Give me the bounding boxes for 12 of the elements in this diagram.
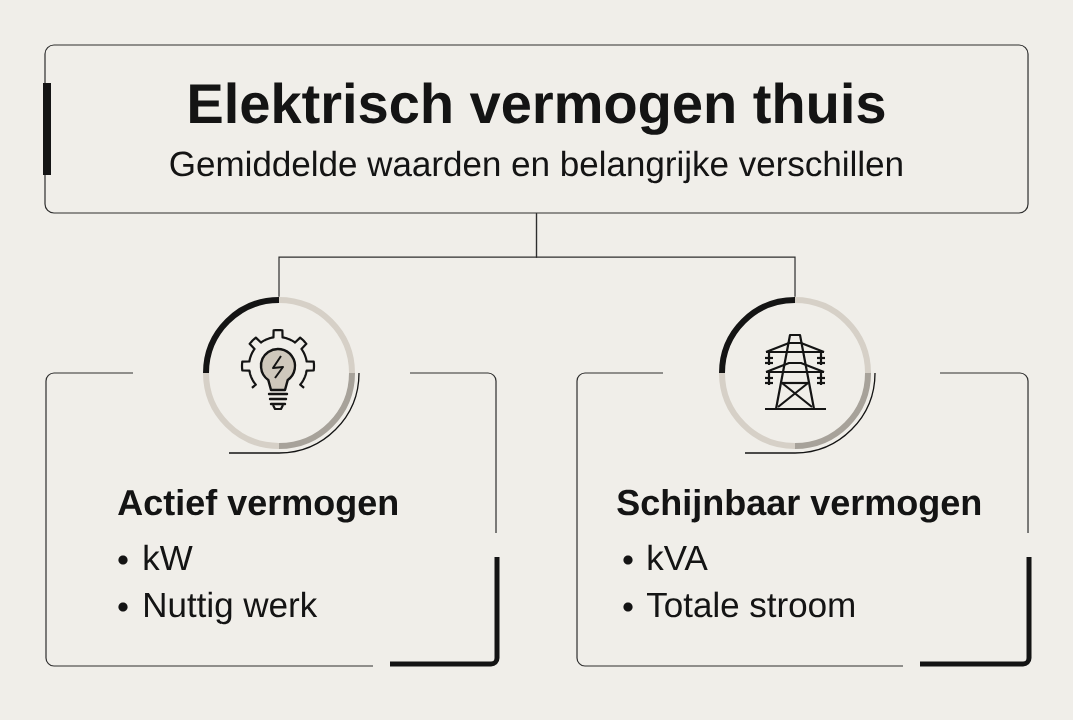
bullet-item: kW: [144, 544, 193, 570]
card-heading: Schijnbaar vermogen: [617, 488, 981, 523]
title: Elektrisch vermogen thuis: [190, 82, 885, 135]
bullet-item: Totale stroom: [647, 591, 854, 618]
header-box: [43, 44, 1029, 214]
connector-line: [535, 212, 796, 298]
subtitle: Gemiddelde waarden en belangrijke verschillen: [170, 150, 902, 184]
card-heading: Actief vermogen: [118, 488, 397, 523]
info-card: [576, 372, 1032, 667]
bullet-item: kVA: [648, 544, 708, 570]
bullet-item: Nuttig werk: [145, 591, 318, 625]
info-card: [45, 372, 500, 667]
